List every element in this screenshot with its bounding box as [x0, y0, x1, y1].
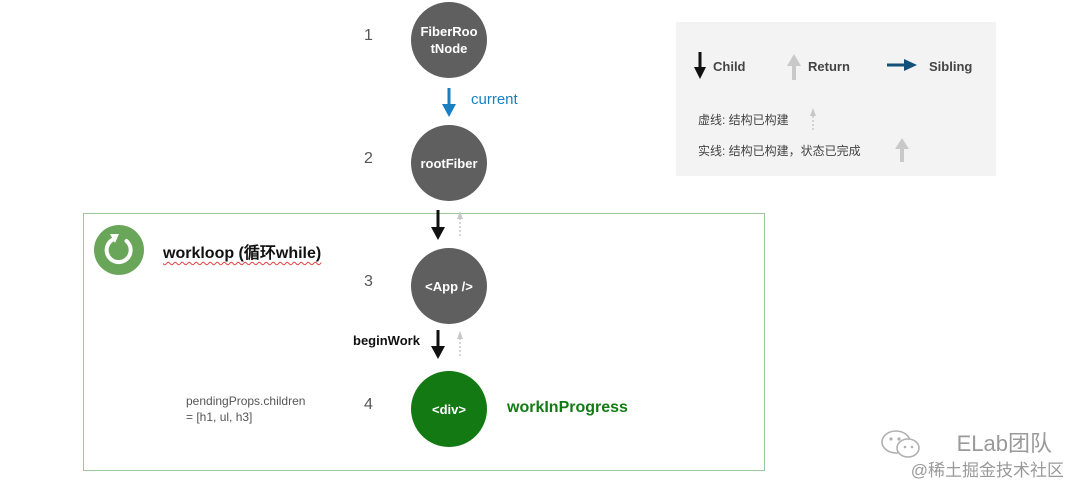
work-in-progress-label: workInProgress [507, 399, 628, 416]
pending-props-line2: = [h1, ul, h3] [186, 410, 253, 424]
div-node-label: <div> [432, 401, 466, 417]
workloop-title-text: workloop (循环while) [163, 245, 322, 262]
watermark-site: @稀土掘金技术社区 [910, 461, 1064, 480]
node-index-1: 1 [364, 27, 373, 44]
child-arrow-1 [431, 210, 445, 240]
return-arrow-dashed-1 [457, 211, 463, 238]
sibling-arrow-icon [887, 59, 917, 71]
return-arrow-icon [787, 54, 801, 80]
solid-return-icon [895, 138, 909, 162]
legend-sibling-label: Sibling [929, 59, 973, 74]
legend-return-label: Return [808, 59, 850, 74]
watermark-team: ELab团队 [956, 431, 1052, 456]
pending-props-text: pendingProps.children = [h1, ul, h3] [186, 393, 305, 425]
wechat-icon [881, 430, 920, 458]
current-arrow [442, 88, 456, 117]
app-node-label: <App /> [425, 278, 473, 294]
legend-solid-note: 实线: 结构已构建，状态已完成 [698, 144, 861, 158]
return-arrow-dashed-2 [457, 331, 463, 356]
current-label: current [471, 91, 518, 108]
root-fiber-node: rootFiber [411, 125, 487, 201]
refresh-icon [94, 225, 144, 275]
child-arrow-icon [694, 52, 706, 79]
begin-work-label: beginWork [353, 333, 420, 348]
fiber-root-node-label-line2: tNode [430, 41, 468, 56]
child-arrow-2 [431, 330, 445, 359]
div-node: <div> [411, 371, 487, 447]
pending-props-line1: pendingProps.children [186, 394, 306, 408]
root-fiber-node-label: rootFiber [420, 155, 478, 171]
node-index-2: 2 [364, 150, 373, 167]
workloop-title: workloop (循环while) [163, 239, 321, 263]
workloop-box [83, 213, 765, 471]
legend-child-label: Child [713, 59, 746, 74]
node-index-3: 3 [364, 273, 373, 290]
dashed-return-icon [810, 108, 816, 130]
fiber-root-node: FiberRoo tNode [411, 2, 487, 78]
legend-panel [676, 22, 996, 176]
app-node: <App /> [411, 248, 487, 324]
legend-dashed-note: 虚线: 结构已构建 [698, 113, 789, 127]
legend-icons [694, 52, 917, 162]
node-index-4: 4 [364, 396, 373, 413]
fiber-root-node-label-line1: FiberRoo [420, 24, 478, 39]
